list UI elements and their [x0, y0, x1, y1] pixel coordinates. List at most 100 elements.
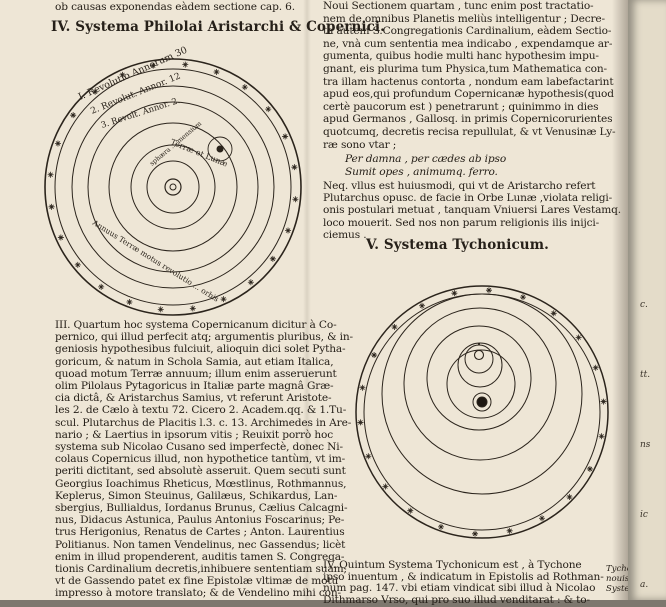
star-marker-icon	[220, 296, 227, 303]
adjacent-page-fragment: ns	[640, 440, 651, 450]
mercury-orbit	[464, 344, 494, 374]
star-marker-icon	[47, 171, 54, 178]
mars-orbit	[426, 325, 532, 431]
paragraph-line: sbergius, Bullialdus, Iordanus Brunus, C…	[55, 502, 348, 514]
star-marker-icon	[506, 527, 513, 534]
paragraph-line: apud eos,qui profundum Copernicanæ hypot…	[323, 88, 614, 101]
star-marker-icon	[451, 290, 458, 297]
earth-planet	[216, 145, 224, 153]
paragraph-line: certè paucorum est ) penetrarunt ; quini…	[323, 100, 599, 113]
orbit-mars	[87, 101, 259, 273]
orbit-saturn	[54, 68, 292, 306]
star-marker-icon	[485, 287, 492, 294]
margin-note-line: nouissimi	[606, 574, 647, 584]
paragraph-line: nus, Didacus Astunica, Paulus Antonius F…	[55, 514, 345, 527]
paragraph-line: Keplerus, Simon Steuinus, Galilæus, Schi…	[55, 489, 338, 502]
adjacent-page-fragment: tt.	[640, 370, 651, 380]
sphere-of-fixed-stars-inner	[363, 293, 601, 531]
paragraph-line: trus Herigonius, Renatus de Cartes ; Ant…	[55, 526, 345, 539]
star-marker-icon	[269, 255, 276, 262]
page-edge-shadow	[612, 0, 628, 600]
margin-note-line: Tychonis	[606, 564, 644, 574]
jupiter-orbit	[403, 307, 557, 461]
sun-tycho	[473, 349, 485, 361]
adjacent-page	[628, 0, 666, 600]
star-marker-icon	[213, 68, 220, 75]
star-marker-icon	[586, 465, 593, 472]
star-marker-icon	[600, 398, 607, 405]
venus-orbit	[457, 342, 503, 388]
paragraph-line: III. Quartum hoc systema Copernicanum di…	[55, 319, 337, 331]
star-marker-icon	[598, 433, 605, 440]
paragraph-line: nem de omnibus Planetis meliùs intellige…	[323, 12, 605, 25]
star-marker-icon	[371, 352, 378, 359]
paragraph-line: goricum, & natum in Schola Samia, aut et…	[55, 355, 334, 368]
star-marker-icon	[57, 234, 64, 241]
quote-line: Per damna , per cædes ab ipso	[345, 153, 507, 165]
paragraph-line: ne, vnà cum sententia mea indicabo , exp…	[323, 37, 613, 50]
star-marker-icon	[92, 88, 99, 95]
star-marker-icon	[48, 203, 55, 210]
paragraph-line: Plutarchus opusc. de facie in Orbe Lunæ …	[323, 192, 613, 205]
paragraph-line: Noui Sectionem quartam , tunc enim post …	[323, 0, 594, 12]
paragraph-line: impresso à motore translato; & de Vendel…	[55, 587, 341, 600]
paragraph-line: IV. Quintum Systema Tychonicum est , à T…	[323, 559, 582, 571]
margin-note-line: Systema.	[606, 584, 645, 594]
paragraph-line: apud Germanos , Gallosq. in primis Coper…	[323, 113, 613, 126]
tychonic-diagram	[355, 285, 609, 539]
orbit-jupiter	[71, 85, 275, 289]
book-page: ob causas exponendas eàdem sectione cap.…	[0, 0, 647, 606]
paragraph-line: colaus Copernicus illud, non hypothetice…	[55, 453, 346, 466]
star-marker-icon	[70, 112, 77, 119]
star-marker-icon	[54, 140, 61, 147]
paragraph-line: tra illam hactenus contorta , nondum eam…	[323, 75, 614, 88]
sphere-of-fixed-stars-outer	[355, 285, 609, 539]
adjacent-page-fragment: a.	[640, 580, 649, 590]
paragraph-line: tionis Cardinalium decretis,inhibuere se…	[55, 563, 347, 575]
star-marker-icon	[407, 507, 414, 514]
star-marker-icon	[592, 364, 599, 371]
paragraph-line: geniosis hypothesibus fulciuit, alioquin…	[55, 343, 346, 356]
paragraph-line: Dithmarso Vrso, qui pro suo illud vendit…	[323, 593, 590, 606]
star-marker-icon	[291, 164, 298, 171]
star-marker-icon	[419, 302, 426, 309]
diagram-label-inner: sphæra ... mensium	[148, 120, 203, 168]
paragraph-line: quoad motum Terræ annuum; illum enim ass…	[55, 367, 337, 380]
star-marker-icon	[391, 323, 398, 330]
paragraph-line: gumenta, quibus hodie multi hanc hypothe…	[323, 50, 599, 63]
star-marker-icon	[357, 419, 364, 426]
saturn-orbit	[381, 293, 583, 495]
star-marker-icon	[566, 494, 573, 501]
paragraph-line: cia dictâ, & Aristarchus Samius, vt refe…	[55, 392, 332, 405]
paragraph-line: ræ sono vtar ;	[323, 138, 397, 151]
star-marker-icon	[520, 294, 527, 301]
star-marker-icon	[247, 279, 254, 286]
paragraph-line: scul. Plutarchus de Placitis l.3. c. 13.…	[55, 416, 352, 429]
star-marker-icon	[265, 106, 272, 113]
earth-tycho	[476, 396, 488, 408]
paragraph-line: Politianus. Non tamen Vendelinus, nec Ga…	[55, 538, 346, 551]
copernican-diagram: I. Revolutio Annorum 30 2. Revolut. Anno…	[44, 45, 302, 316]
heading-tychonic-system: V. Systema Tychonicum.	[366, 237, 549, 253]
quote-line: Sumit opes , animumq. ferro.	[345, 165, 498, 178]
paragraph-line: Neq. vllus est huiusmodi, qui vt de Aris…	[323, 180, 596, 192]
diagram-label-annuus-orbis: Annuus Terræ motus revolutio ... orbis	[90, 218, 221, 304]
star-marker-icon	[575, 334, 582, 341]
paragraph-line: loco mouerit. Sed nos non parum religion…	[323, 216, 600, 229]
star-marker-icon	[150, 62, 157, 69]
star-marker-icon	[550, 310, 557, 317]
paragraph-line: onis postulari metuat , tanquam Vniuersi…	[323, 204, 621, 217]
star-marker-icon	[359, 384, 366, 391]
paragraph-line: ciemus .	[323, 228, 367, 241]
star-marker-icon	[126, 299, 133, 306]
star-marker-icon	[472, 530, 479, 537]
paragraph-line: nario ; & Laertius in ipsorum vitis ; Re…	[55, 428, 334, 441]
moon-orbit	[207, 136, 233, 162]
star-marker-icon	[292, 196, 299, 203]
orbit-mercury	[146, 160, 200, 214]
star-marker-icon	[189, 305, 196, 312]
sun-orbit	[446, 349, 516, 419]
star-marker-icon	[538, 515, 545, 522]
star-marker-icon	[182, 61, 189, 68]
star-marker-icon	[157, 306, 164, 313]
